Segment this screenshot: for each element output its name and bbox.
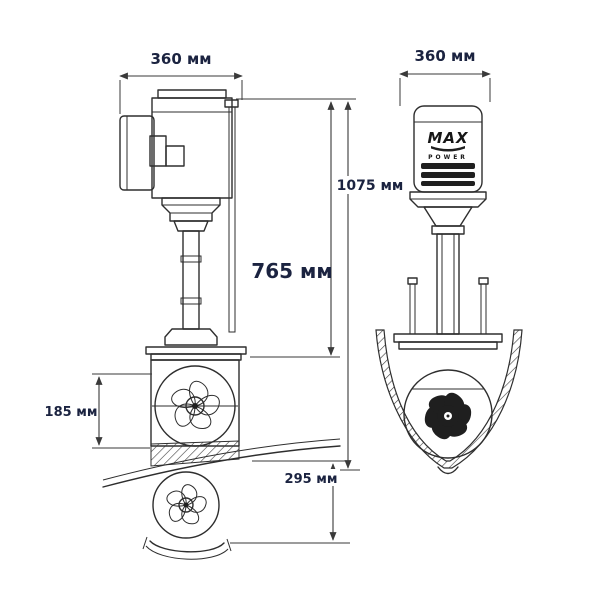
dim-tunnel-label: 185 мм	[45, 405, 98, 420]
dim-right-width-group: 360 мм	[399, 47, 491, 106]
dim-unit-height-group: 765 мм	[250, 101, 340, 358]
lower-base-inner	[145, 545, 229, 560]
hull-section-hatch	[150, 440, 240, 467]
shaft-collar	[180, 297, 202, 305]
propeller-blade	[181, 504, 200, 525]
dim-left-width-label: 360 мм	[150, 50, 211, 68]
propeller-front	[403, 369, 493, 459]
propeller-blade	[185, 496, 207, 513]
motor-fin	[421, 181, 475, 186]
dim-unit-height-label: 765 мм	[251, 259, 332, 283]
label-mask	[336, 176, 404, 194]
label-mask	[46, 403, 96, 419]
side-view	[102, 89, 341, 560]
dim-total-height-group: 1075 мм	[236, 98, 404, 471]
propeller-ring	[152, 471, 220, 539]
label-mask	[282, 469, 340, 486]
drive-column	[436, 233, 460, 335]
side-rod-left	[409, 283, 416, 335]
front-view: MAX POWER	[375, 105, 523, 475]
solenoid-box	[165, 145, 185, 167]
lower-gear	[164, 328, 218, 346]
motor-top-cap	[157, 89, 227, 99]
dimension-annotations: 360 мм 360 мм 1075 мм 765 мм	[45, 47, 491, 544]
motor-body	[151, 97, 233, 199]
propeller-blades	[166, 484, 207, 525]
motor-fin	[421, 172, 475, 178]
upper-coupling	[161, 197, 221, 222]
propeller-blade	[168, 502, 187, 522]
propeller-blade	[171, 388, 196, 408]
keel-tip	[437, 466, 459, 475]
mount-plate-bottom	[398, 341, 498, 350]
hull-cross-section	[375, 329, 523, 469]
dim-tunnel-group: 185 мм	[45, 373, 152, 449]
lower-base-outer	[149, 540, 225, 553]
logo-swoosh	[431, 146, 465, 152]
propeller-hub	[178, 497, 194, 513]
propeller-blade	[181, 484, 198, 506]
propeller-hub-dot	[192, 403, 198, 409]
propeller-blade	[174, 403, 196, 427]
dim-left-width-group: 360 мм	[119, 50, 243, 114]
coupling-nut	[173, 220, 209, 232]
propeller-hub-dot	[183, 502, 189, 508]
dim-total-height-label: 1075 мм	[337, 178, 404, 194]
anode-rod	[228, 106, 236, 333]
propeller-blade	[189, 380, 209, 407]
shaft-collar	[180, 255, 202, 263]
propeller-blade	[189, 405, 212, 430]
hull-line-inner	[102, 438, 341, 481]
base-end-left	[142, 536, 148, 550]
logo-max-text: MAX	[427, 129, 469, 147]
rod-cap-left	[407, 277, 418, 285]
dim-right-width-label: 360 мм	[414, 47, 475, 65]
propeller-blade	[194, 394, 220, 416]
rod-cap-right	[478, 277, 489, 285]
propeller-hub-dot	[446, 414, 450, 418]
motor-fin	[421, 163, 475, 169]
propeller-blades	[171, 380, 220, 430]
drive-shaft	[182, 230, 200, 330]
hull-line-outer	[102, 445, 341, 488]
dim-depth-group: 295 мм	[230, 460, 350, 544]
gear-taper	[423, 206, 473, 227]
base-end-right	[226, 538, 232, 552]
logo-power-text: POWER	[428, 154, 468, 161]
mount-plate-top	[393, 333, 503, 343]
gear-step	[431, 225, 465, 235]
propeller-hub	[185, 396, 205, 416]
tunnel-opening	[403, 369, 493, 459]
flange-bottom	[150, 353, 242, 361]
flange-top	[145, 346, 247, 355]
dim-depth-label: 295 мм	[285, 472, 338, 487]
propeller-blade	[166, 490, 187, 507]
propeller-lower	[142, 471, 232, 560]
controller-box	[119, 115, 155, 191]
side-rod-right	[480, 283, 487, 335]
